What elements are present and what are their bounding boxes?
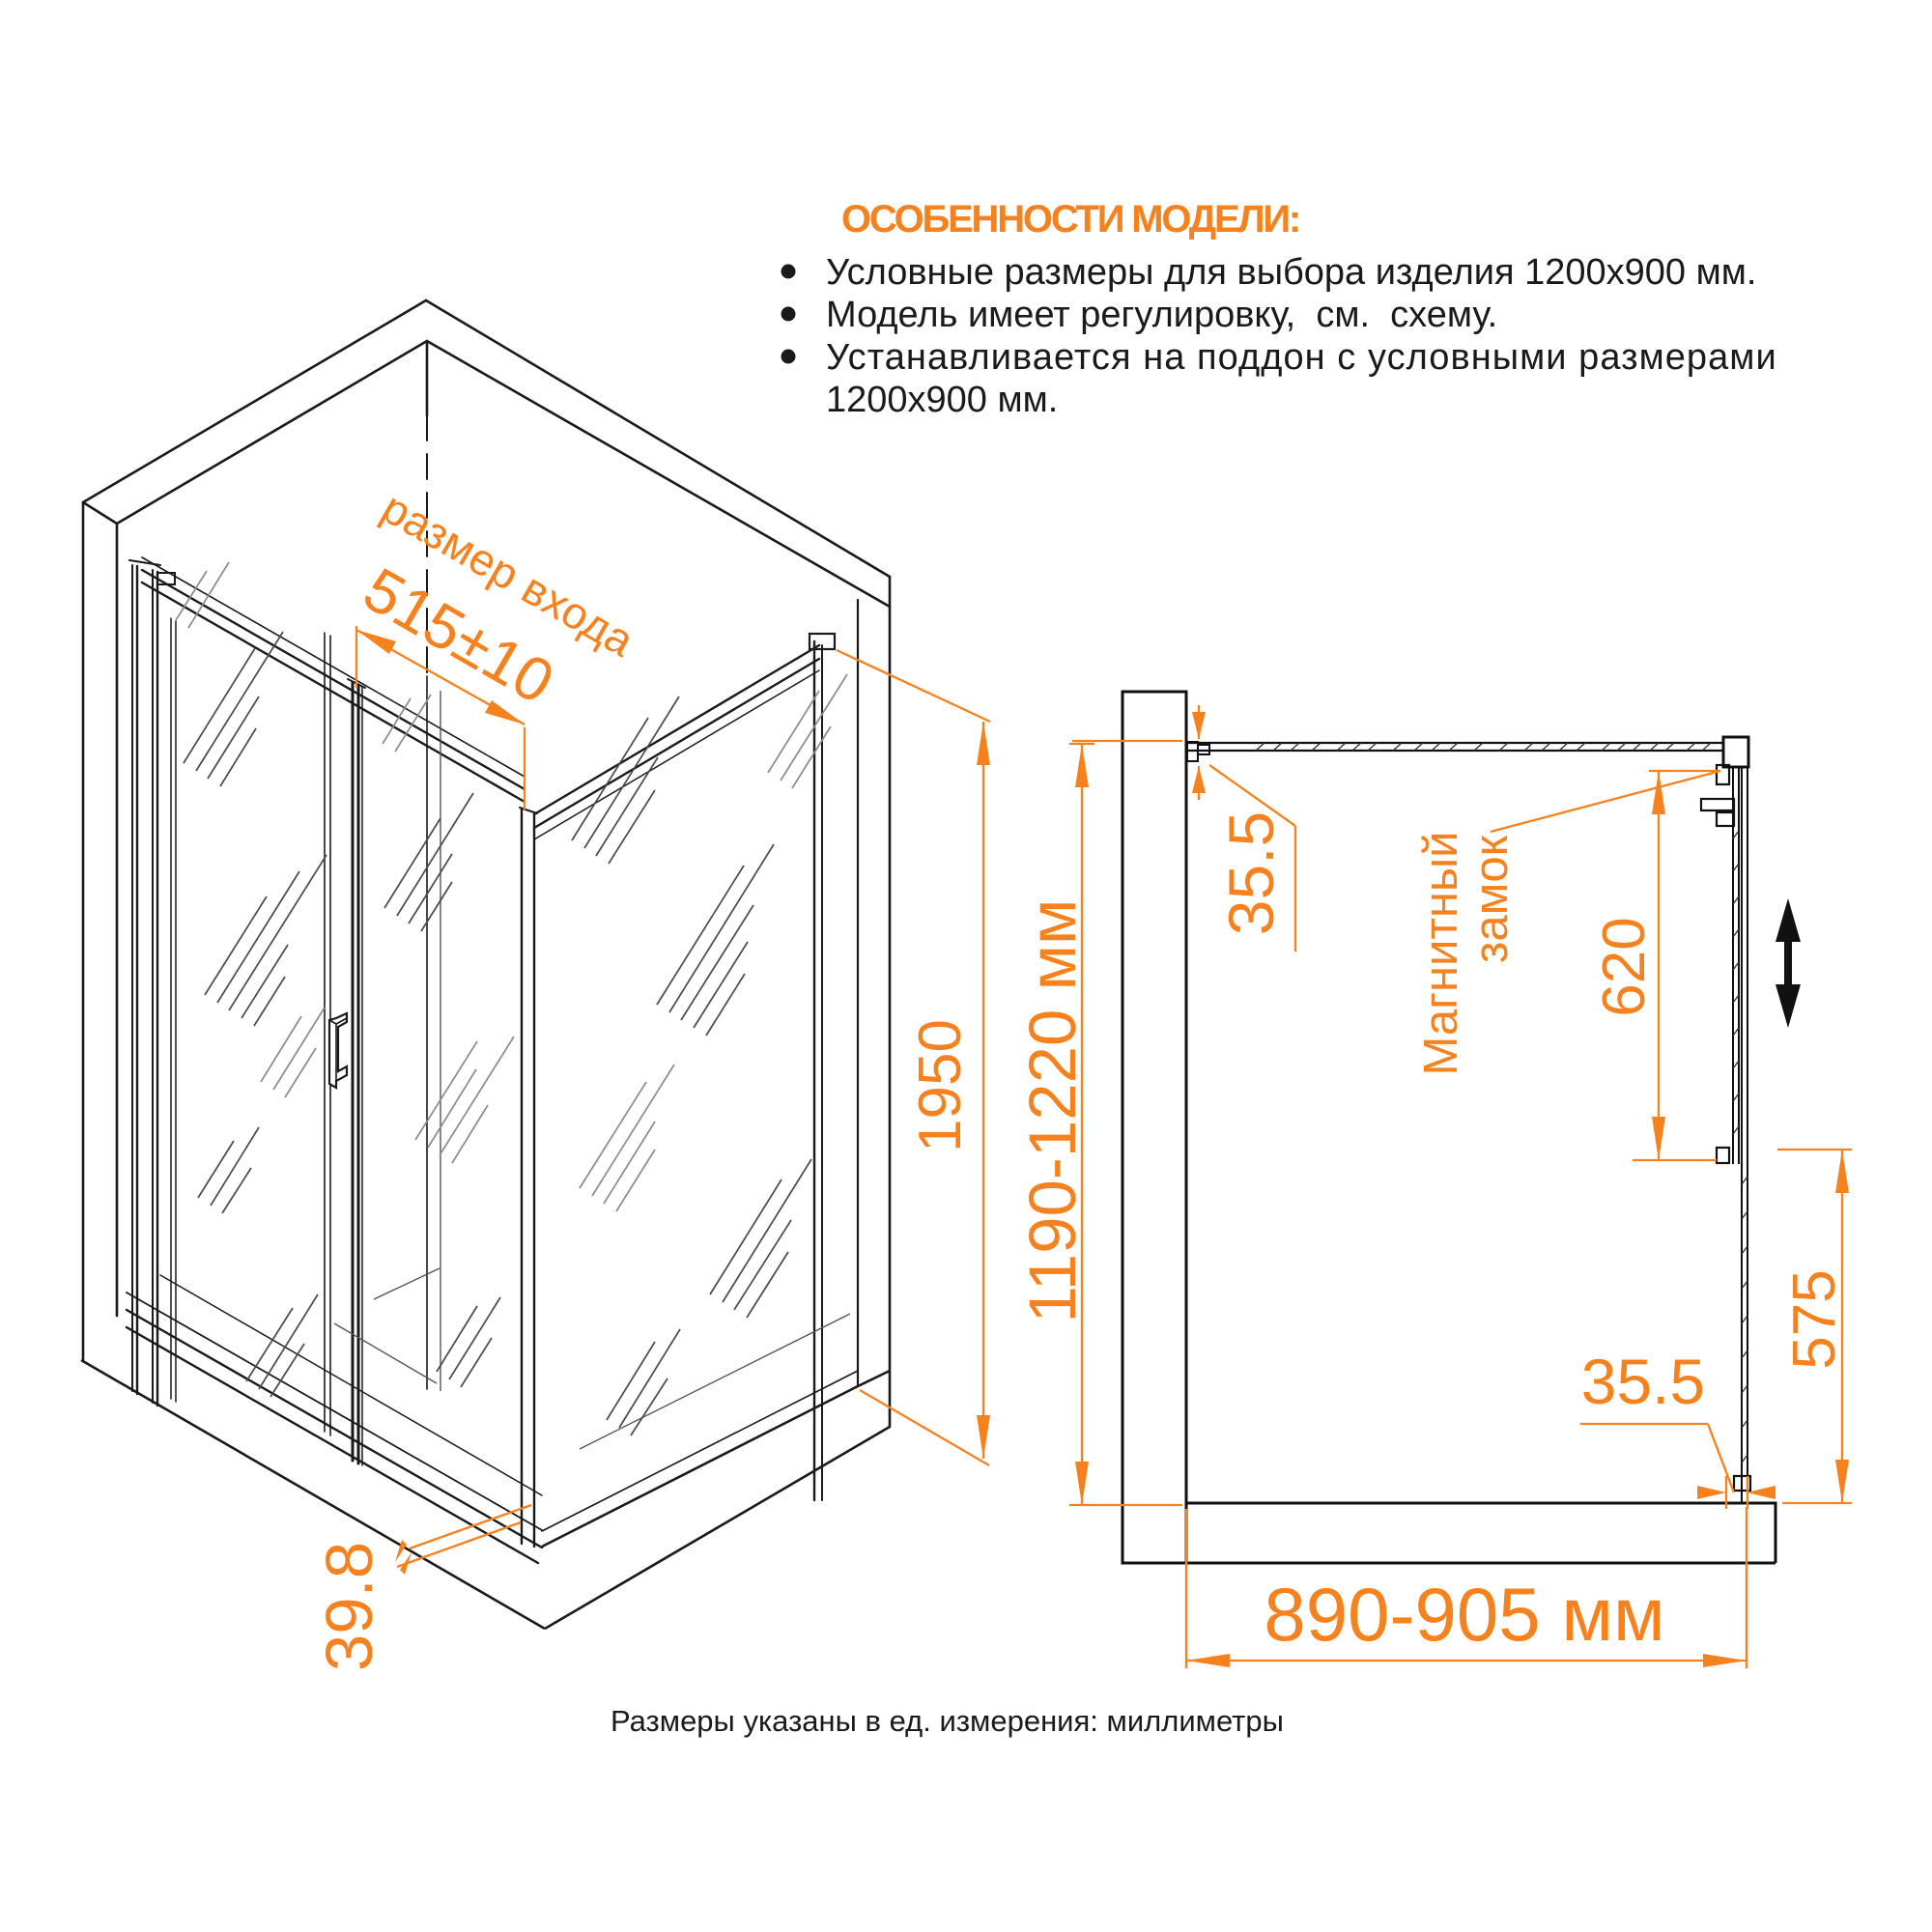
svg-text:1950: 1950 <box>907 1019 974 1152</box>
svg-text:575: 575 <box>1781 1269 1848 1369</box>
svg-text:35.5: 35.5 <box>1581 1346 1705 1417</box>
svg-text:39.8: 39.8 <box>312 1542 386 1671</box>
svg-text:620: 620 <box>1591 917 1658 1016</box>
svg-text:1200х900 мм.: 1200х900 мм. <box>826 380 1058 420</box>
svg-text:1190-1220 мм: 1190-1220 мм <box>1015 899 1090 1323</box>
svg-text:890-905 мм: 890-905 мм <box>1264 1572 1664 1657</box>
svg-text:Условные размеры для выбора из: Условные размеры для выбора изделия 1200… <box>826 252 1756 293</box>
svg-text:35.5: 35.5 <box>1215 811 1287 935</box>
svg-text:ОСОБЕННОСТИ МОДЕЛИ:: ОСОБЕННОСТИ МОДЕЛИ: <box>841 198 1299 241</box>
svg-text:Размеры указаны в ед. измерени: Размеры указаны в ед. измерения: миллиме… <box>611 1704 1284 1738</box>
svg-text:Модель имеет регулировку, см.: Модель имеет регулировку, см. схему. <box>826 295 1497 335</box>
svg-text:замок: замок <box>1465 835 1518 963</box>
svg-text:Магнитный: Магнитный <box>1415 831 1467 1075</box>
svg-text:Устанавливается на поддон с ус: Устанавливается на поддон с условными ра… <box>826 337 1777 378</box>
